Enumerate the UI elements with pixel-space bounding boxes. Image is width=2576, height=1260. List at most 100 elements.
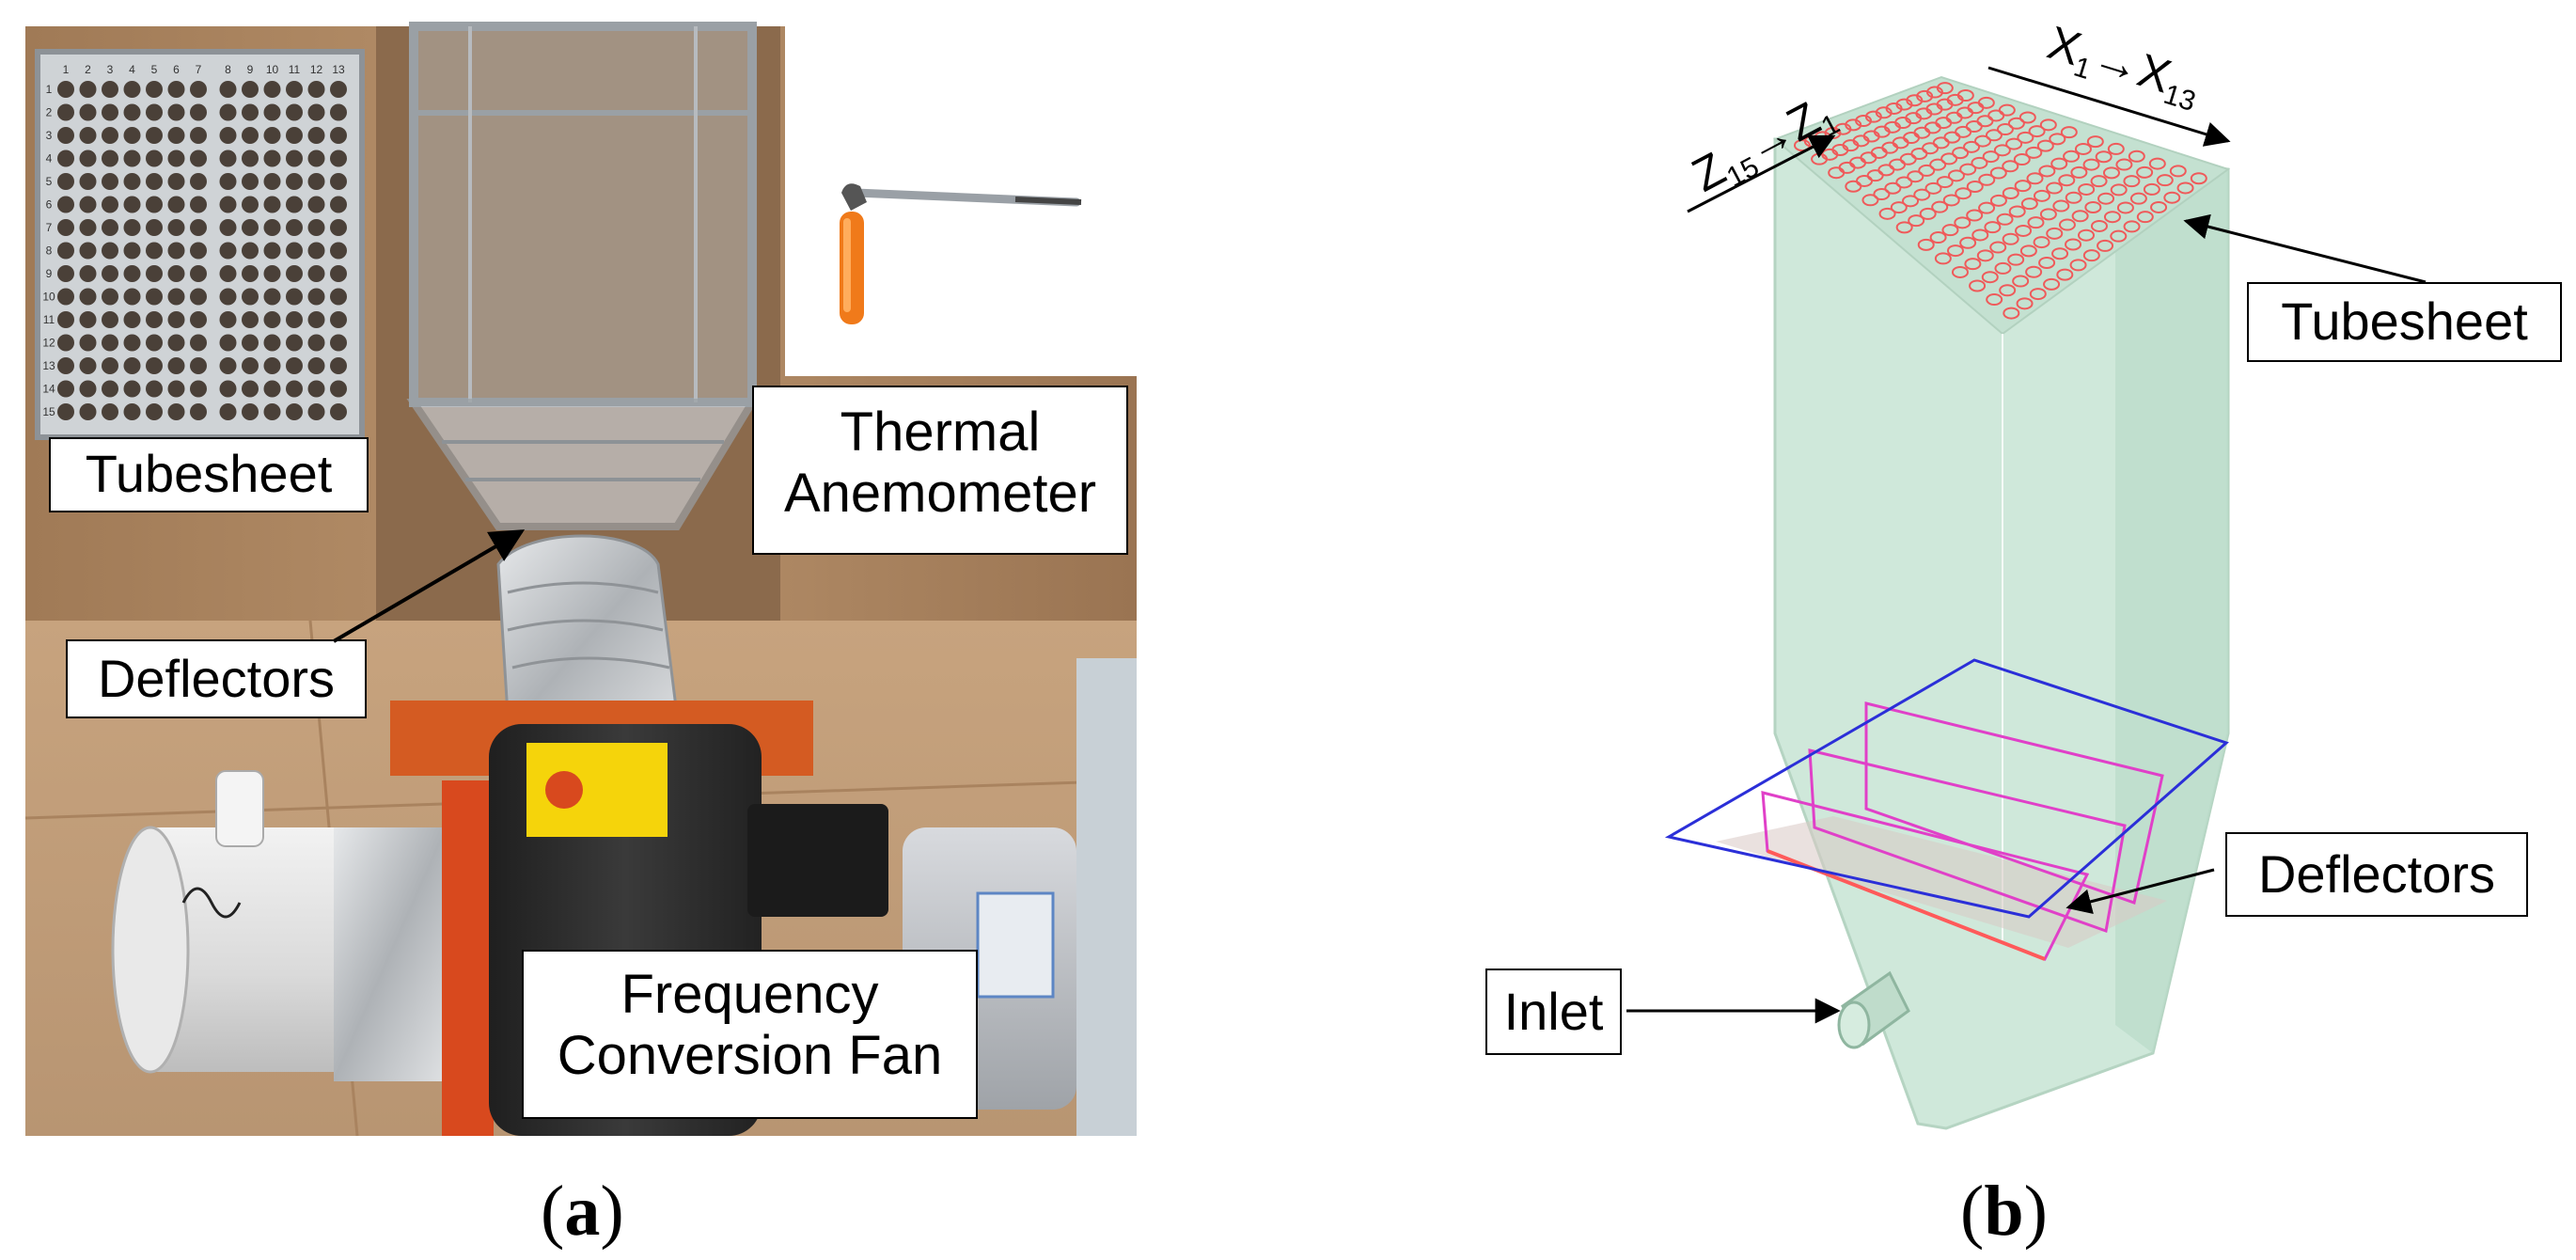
plate-hole	[286, 103, 303, 121]
tube-ring	[2033, 236, 2050, 249]
caption-b-letter: b	[1984, 1172, 2024, 1251]
thermal-anemometer-probe	[840, 183, 1082, 324]
plate-hole	[219, 219, 237, 236]
plate-hole	[57, 357, 74, 374]
tube-ring	[1929, 231, 1947, 244]
caption-a: (a)	[541, 1171, 624, 1252]
tube-ring	[2008, 205, 2026, 218]
plate-hole	[286, 150, 303, 167]
tube-ring	[1942, 194, 1960, 207]
plate-hole	[146, 242, 163, 260]
tube-ring	[2090, 175, 2108, 188]
tube-ring	[2086, 135, 2104, 149]
plate-hole	[242, 265, 259, 282]
plate-hole	[263, 196, 281, 213]
tube-ring	[1907, 170, 1924, 183]
plate-hole	[219, 150, 237, 167]
inlet-label: Inlet	[1485, 969, 1622, 1055]
plate-hole	[167, 288, 185, 306]
plate-hole	[242, 334, 259, 352]
tube-ring	[1981, 271, 1999, 284]
tube-ring	[2136, 165, 2154, 179]
tube-ring	[2051, 247, 2069, 260]
plate-hole	[330, 334, 347, 352]
plate-row-number: 6	[46, 198, 53, 212]
tube-ring	[1861, 194, 1879, 207]
tube-ring	[2050, 157, 2068, 170]
plate-hole	[286, 196, 303, 213]
tube-ring	[1940, 152, 1958, 165]
tube-ring	[2069, 259, 2087, 272]
tube-ring	[2123, 220, 2141, 233]
plate-hole	[167, 127, 185, 144]
plate-hole	[190, 219, 207, 236]
plate-row-number: 15	[42, 405, 55, 418]
tube-ring	[2190, 172, 2207, 185]
plate-column-number: 10	[266, 63, 279, 76]
tube-ring	[1873, 188, 1891, 201]
tube-ring	[2038, 165, 2056, 178]
plate-hole	[102, 196, 118, 213]
plate-hole	[286, 242, 303, 260]
plate-hole	[242, 196, 259, 213]
plate-hole	[190, 288, 207, 306]
plate-hole	[330, 311, 347, 328]
plate-hole	[330, 357, 347, 374]
plate-hole	[146, 334, 163, 352]
plate-hole	[123, 380, 141, 398]
plate-hole	[102, 288, 118, 306]
plate-hole	[190, 334, 207, 352]
tube-ring	[2090, 219, 2108, 232]
plate-hole	[263, 357, 281, 374]
deflectors-photo-label: Deflectors	[66, 639, 367, 718]
plate-hole	[123, 219, 141, 236]
tube-ring	[2029, 288, 2047, 301]
foil-connector	[334, 827, 447, 1081]
tube-ring	[2150, 200, 2168, 213]
tube-ring	[2028, 125, 2046, 138]
plate-hole	[307, 196, 325, 213]
plate-hole	[242, 103, 259, 121]
plate-hole	[167, 311, 185, 328]
plate-hole	[307, 127, 325, 144]
plate-hole	[123, 311, 141, 328]
plate-hole	[330, 265, 347, 282]
tube-ring	[1895, 221, 1913, 234]
plate-hole	[242, 173, 259, 190]
plate-hole	[167, 81, 185, 98]
tube-ring	[1971, 228, 1989, 242]
plate-hole	[102, 81, 118, 98]
tube-ring-grid	[1793, 82, 2207, 320]
tube-ring	[2107, 142, 2125, 155]
plate-hole	[57, 403, 74, 420]
tube-ring	[2014, 180, 2032, 193]
plate-hole	[123, 150, 141, 167]
tube-ring	[1895, 176, 1913, 189]
tube-ring	[2102, 166, 2120, 180]
plate-hole	[102, 173, 118, 190]
plate-hole	[123, 127, 141, 144]
tube-ring	[1959, 163, 1977, 176]
fan-flange	[442, 780, 494, 1136]
tube-ring	[1996, 123, 2014, 136]
plate-hole	[167, 173, 185, 190]
plate-row-number: 2	[46, 106, 53, 119]
test-box-frame	[406, 22, 760, 530]
plate-hole	[190, 357, 207, 374]
plate-hole	[307, 334, 325, 352]
tube-ring	[1918, 164, 1936, 177]
tube-ring	[1934, 252, 1952, 265]
plate-hole	[263, 311, 281, 328]
plate-hole	[263, 380, 281, 398]
tube-ring	[1952, 147, 1970, 160]
tube-ring	[1924, 181, 1942, 195]
deflectors-photo-pointer	[332, 529, 526, 643]
tubesheet-photo-label: Tubesheet	[49, 437, 369, 512]
plate-hole	[146, 127, 163, 144]
plate-hole	[307, 357, 325, 374]
tube-ring	[2060, 126, 2078, 139]
plate-hole	[307, 103, 325, 121]
tube-ring	[1996, 213, 2014, 226]
plate-hole	[190, 196, 207, 213]
